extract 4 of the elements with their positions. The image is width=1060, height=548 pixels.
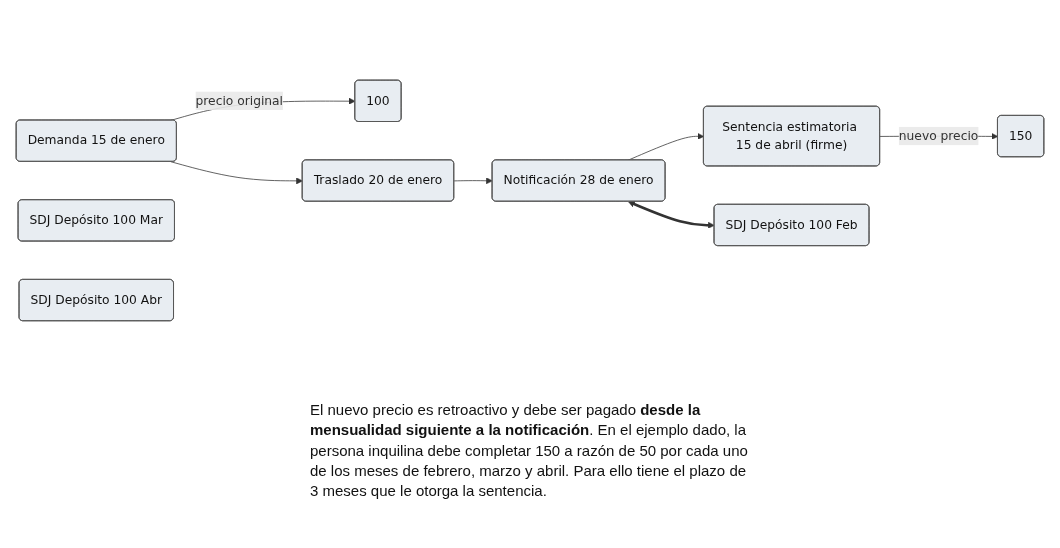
edge-label: precio original <box>195 92 284 108</box>
note-paragraph: El nuevo precio es retroactivo y debe ser pagado desde la mensualidad siguiente a la notificación. En el ejemplo dado, la persona inquilina debe completar 150 a razón de 50 por cada uno de los meses de febrero, marzo y abril. Para ello tiene el plazo de 3 meses que le otorga la sentencia. <box>310 400 749 501</box>
edge-label: nuevo precio <box>898 127 979 143</box>
arrow <box>628 200 715 229</box>
